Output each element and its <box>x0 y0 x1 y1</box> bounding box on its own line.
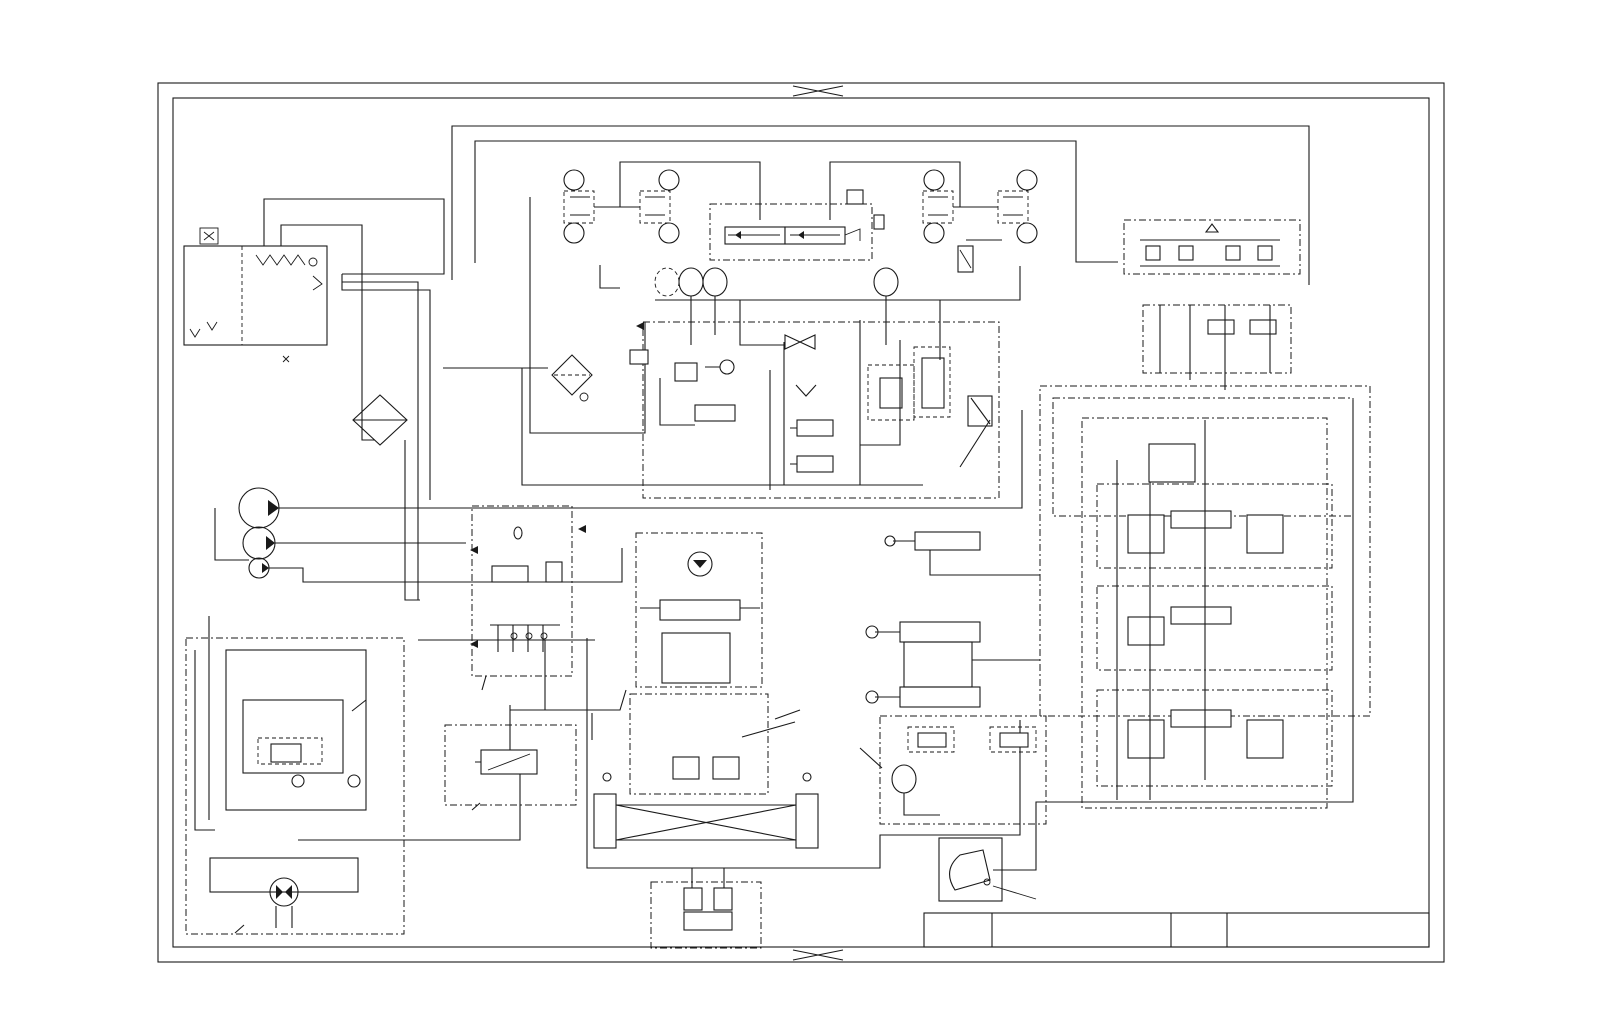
tank-drain-icon <box>282 355 290 363</box>
accumulators-top <box>654 267 899 345</box>
pilot-valve-block <box>629 300 1000 499</box>
boom-cylinder <box>884 531 1040 576</box>
hydraulic-tank <box>183 227 328 363</box>
swing-motor-icon <box>687 551 713 577</box>
lower-left-control-valve <box>298 705 577 841</box>
brake-link-lines <box>619 161 961 220</box>
pipework <box>194 125 1354 871</box>
oil-cooler <box>352 394 408 446</box>
pump-group <box>238 487 280 579</box>
bottom-center-mark <box>792 949 844 961</box>
accumulator-icon <box>891 764 917 794</box>
auxiliary-valves <box>859 715 1047 825</box>
return-filter <box>551 354 593 402</box>
main-control-valve <box>1123 219 1301 390</box>
travel-motor-icon <box>269 877 299 907</box>
tank-strainer <box>255 254 306 266</box>
brake-control-valves <box>709 189 1002 273</box>
brake-assembly-left <box>563 169 680 244</box>
bottom-center-block <box>650 868 762 949</box>
tank-return-icons <box>189 321 218 338</box>
pilot-control-block <box>470 505 586 677</box>
leader-lines <box>471 675 801 811</box>
brake-assembly-right <box>922 169 1038 244</box>
drawing-frame <box>157 82 1445 963</box>
valve-bank <box>1039 385 1371 809</box>
bucket-symbol <box>938 837 1037 902</box>
breather-icon <box>199 227 219 245</box>
right-track-cylinder <box>795 793 819 849</box>
arm-cylinder <box>865 621 1040 708</box>
title-block <box>923 912 1430 948</box>
travel-valve-block <box>593 693 819 849</box>
top-center-mark <box>792 85 844 97</box>
swing-motor-block <box>635 532 763 688</box>
travel-motor-block <box>185 637 405 935</box>
left-track-cylinder <box>593 793 617 849</box>
